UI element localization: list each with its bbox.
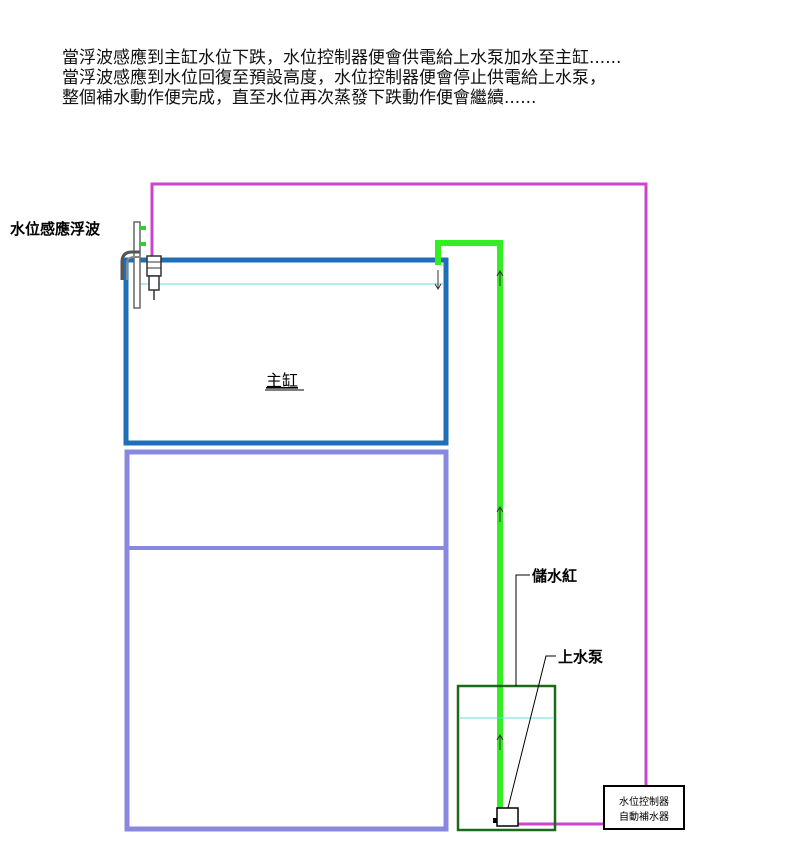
- stand-cabinet: [124, 449, 449, 832]
- flow-arrows: [434, 270, 504, 750]
- description-line-3: 整個補水動作便完成，直至水位再次蒸發下跌動作便會繼續......: [62, 88, 537, 108]
- pump-icon: [493, 807, 519, 827]
- description-line-2: 當浮波感應到水位回復至預設高度，水位控制器便會停止供電給上水泵，: [62, 68, 606, 88]
- pump-leader-line: [507, 655, 556, 809]
- controller-label-line-1: 水位控制器: [619, 795, 669, 808]
- water-pipe: [435, 240, 503, 808]
- description-text: 當浮波感應到主缸水位下跌，水位控制器便會供電給上水泵加水至主缸...... 當浮…: [62, 48, 782, 108]
- main-tank: [123, 257, 449, 446]
- float-sensor-label: 水位感應浮波: [10, 220, 101, 238]
- main-tank-label: 主缸: [266, 371, 298, 390]
- reservoir-leader-line: [515, 574, 530, 686]
- controller-box: [603, 785, 685, 830]
- power-cable-to-sensor: [150, 182, 648, 786]
- reservoir-tank: [456, 684, 557, 832]
- pump-label: 上水泵: [558, 648, 603, 666]
- float-sensor-icon: [120, 221, 162, 309]
- reservoir-label: 儲水紅: [532, 567, 577, 585]
- controller-label-line-2: 自動補水器: [619, 810, 669, 823]
- description-line-1: 當浮波感應到主缸水位下跌，水位控制器便會供電給上水泵加水至主缸......: [62, 48, 622, 68]
